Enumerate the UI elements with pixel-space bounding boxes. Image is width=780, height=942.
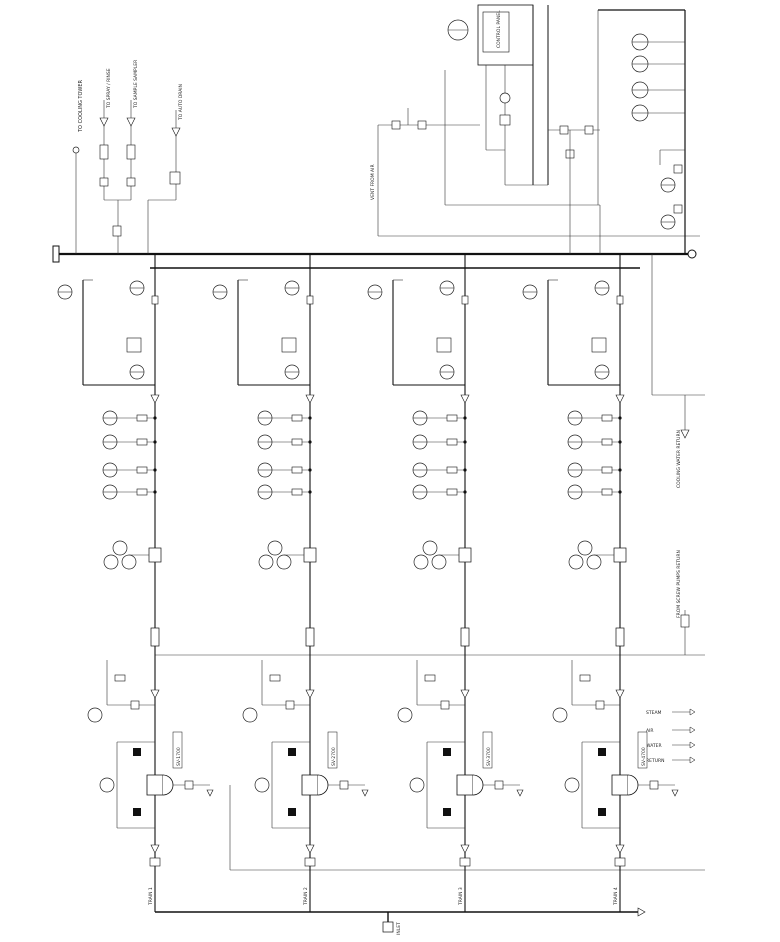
train-tag: SV-4700 [641, 747, 647, 766]
header-left-label: TO COOLING TOWER [78, 80, 84, 133]
lower-right-inlets [672, 708, 696, 764]
train-name: TRAIN 2 [303, 887, 309, 906]
train-tag: SV-1700 [176, 747, 182, 766]
vent-and-panel [377, 4, 700, 254]
spray-label-3: TO AUTO DRAIN [178, 84, 184, 121]
bottom-inlet-label: INLET [396, 922, 402, 935]
lower-inlet-label-3: RETURN [646, 758, 665, 764]
train-name: TRAIN 4 [613, 887, 619, 906]
train-name: TRAIN 1 [148, 887, 154, 906]
lower-inlet-label-0: STEAM [646, 710, 662, 716]
vertical-note: VENT FROM AIR [370, 164, 376, 200]
right-top-instruments [597, 9, 686, 254]
right-note-1: COOLING WATER RETURN [676, 430, 682, 488]
spray-label-2: TO SAMPLE SAMPLER [133, 60, 139, 109]
header-left-end [52, 245, 60, 263]
top-box-label: CONTROL PANEL [496, 10, 502, 48]
header-right-end [687, 249, 697, 259]
lower-inlet-label-1: AIR [646, 728, 654, 734]
train-tag: SV-3700 [486, 747, 492, 766]
spray-label-1: TO SPRAY / RINSE [106, 68, 112, 109]
train-tag: SV-2700 [331, 747, 337, 766]
spray-branches [99, 100, 181, 254]
lower-inlet-label-2: WATER [646, 743, 662, 749]
train-name: TRAIN 3 [458, 887, 464, 906]
right-return-lines [155, 254, 705, 871]
right-note-2: FROM SCREW PUMPS RETURN [676, 550, 682, 618]
